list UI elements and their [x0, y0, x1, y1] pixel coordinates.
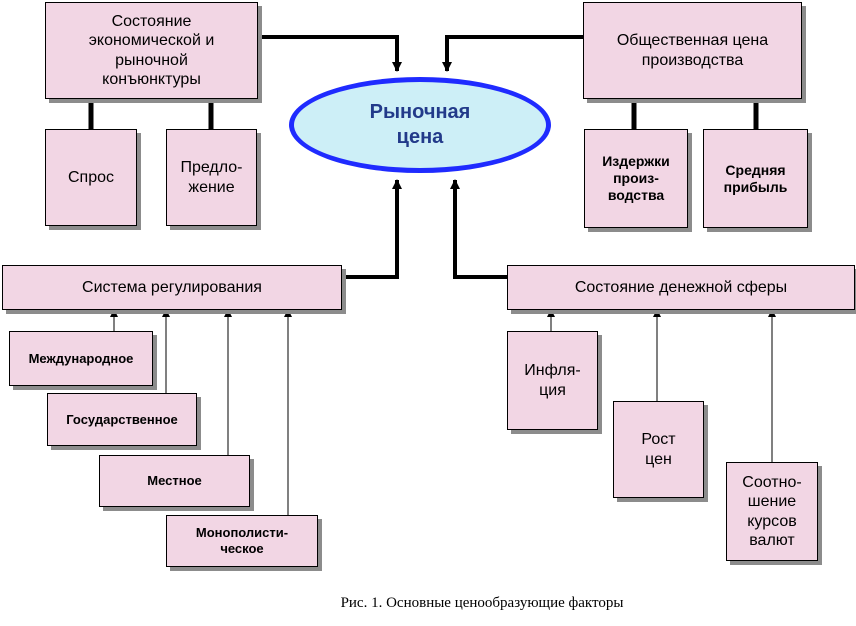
monopoly-box: Монополисти- ческое: [166, 515, 318, 567]
market-price-label: Рыночная цена: [369, 101, 471, 148]
price-growth-box: Рост цен: [613, 401, 704, 498]
supply-box: Предло- жение: [166, 129, 257, 226]
costs-label: Издержки произ- водства: [602, 153, 670, 203]
supply-label: Предло- жение: [180, 159, 243, 196]
inflation-label: Инфля- ция: [524, 362, 581, 399]
local-label: Местное: [147, 473, 202, 489]
monopoly-label: Монополисти- ческое: [195, 525, 289, 556]
international-label: Международное: [28, 350, 134, 366]
market-price-ellipse: Рыночная цена: [289, 77, 551, 173]
regulation-label: Система регулирования: [82, 278, 262, 296]
currency-ratio-label: Соотно- шение курсов валют: [742, 474, 802, 549]
international-box: Международное: [9, 331, 153, 386]
demand-label: Спрос: [67, 168, 114, 186]
arrow-social-cost-to-price: [442, 35, 583, 72]
avg-profit-box: Средняя прибыль: [703, 129, 808, 228]
currency-ratio-box: Соотно- шение курсов валют: [726, 462, 818, 561]
social-cost-box: Общественная цена производства: [583, 2, 802, 99]
price-growth-label: Рост цен: [641, 431, 676, 468]
arrow-money-to-price: [450, 179, 507, 279]
money-sphere-box: Состояние денежной сферы: [507, 265, 855, 310]
inflation-box: Инфля- ция: [507, 331, 598, 430]
arrow-regulation-to-price: [342, 179, 402, 279]
arrow-conjuncture-to-price: [258, 35, 402, 72]
state-box: Государственное: [47, 393, 197, 446]
local-box: Местное: [99, 455, 250, 507]
conjuncture-box: Состояние экономической и рыночной конъю…: [45, 2, 258, 99]
figure-caption: Рис. 1. Основные ценообразующие факторы: [340, 595, 624, 611]
avg-profit-label: Средняя прибыль: [723, 161, 788, 195]
regulation-box: Система регулирования: [2, 265, 342, 310]
conjuncture-label: Состояние экономической и рыночной конъю…: [88, 13, 215, 88]
social-cost-label: Общественная цена производства: [616, 32, 769, 69]
costs-box: Издержки произ- водства: [584, 129, 688, 228]
money-sphere-label: Состояние денежной сферы: [574, 278, 788, 296]
state-label: Государственное: [66, 411, 178, 427]
demand-box: Спрос: [45, 129, 137, 226]
